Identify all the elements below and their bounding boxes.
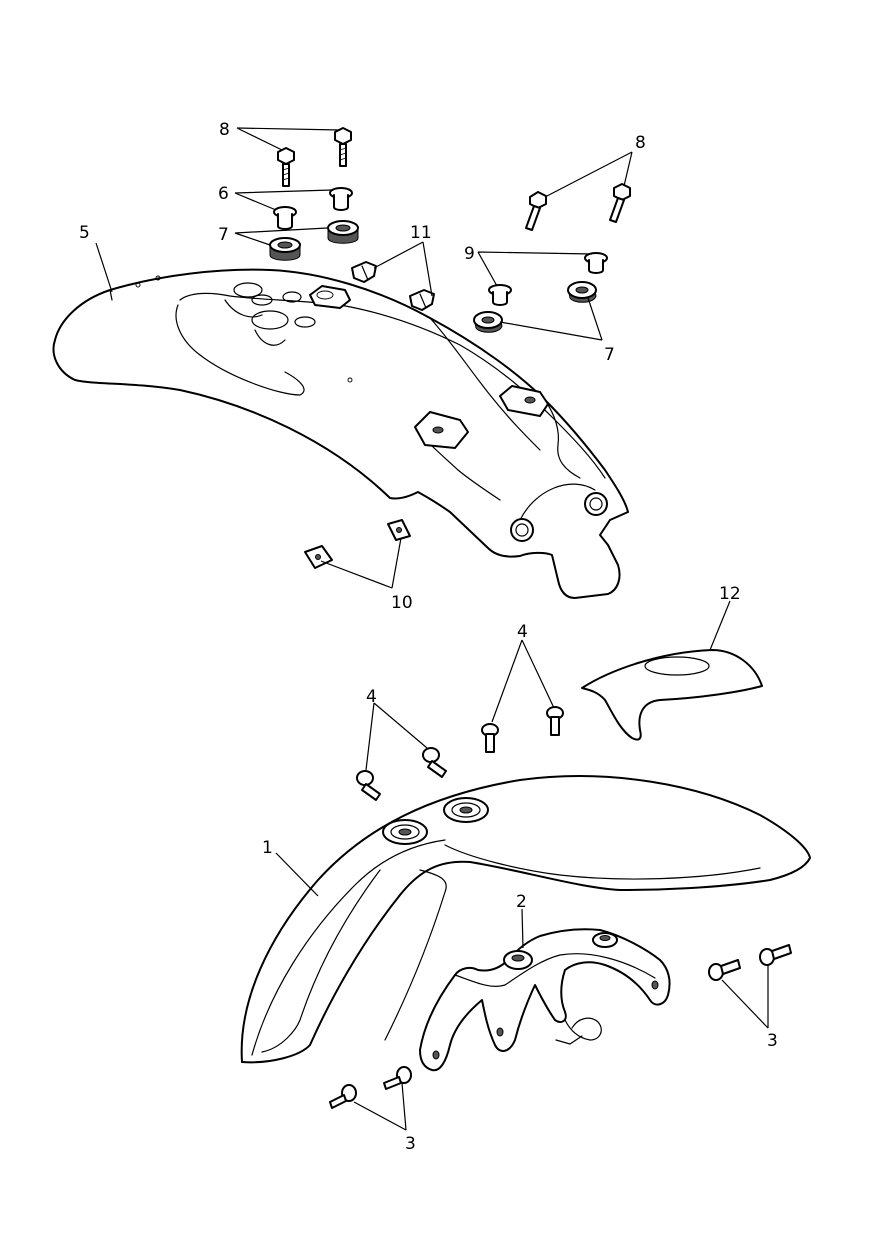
callout-6: 6 (218, 184, 229, 204)
callout-8-left: 8 (219, 120, 230, 140)
mudguard-bracket (419, 928, 671, 1072)
screw-4-a (356, 770, 381, 801)
speed-nut-10-a (304, 545, 333, 569)
bolt-8-right-a (525, 191, 547, 231)
grommet-7-a (269, 237, 301, 261)
grommet-7-d (567, 281, 597, 303)
callout-4-right: 4 (517, 622, 528, 642)
callout-4-left: 4 (366, 687, 377, 707)
callout-8-right: 8 (635, 133, 646, 153)
callout-11: 11 (410, 223, 432, 243)
screw-4-c (481, 723, 499, 753)
leader-lines (95, 127, 769, 1131)
screw-3-b (759, 944, 792, 966)
callout-7-left: 7 (218, 225, 229, 245)
bolt-8-left-a (277, 147, 295, 187)
callout-3-bottom: 3 (405, 1134, 416, 1154)
screw-3-d (383, 1066, 412, 1090)
rear-mudguard (52, 268, 629, 599)
trim-panel-12 (581, 649, 763, 741)
callout-1: 1 (262, 838, 273, 858)
clip-11-b (409, 289, 435, 311)
spacer-9-a (488, 284, 512, 306)
callout-12: 12 (719, 584, 741, 604)
spacer-6-b (329, 187, 353, 211)
clip-11-a (351, 261, 377, 283)
bolt-8-left-b (334, 127, 352, 167)
callout-3-right: 3 (767, 1031, 778, 1051)
screw-4-b (422, 747, 447, 778)
speed-nut-10-b (387, 519, 411, 541)
callout-7-right: 7 (604, 345, 615, 365)
grommet-7-b (327, 220, 359, 244)
screw-3-a (708, 959, 741, 981)
screw-4-d (546, 706, 564, 736)
bolt-8-right-b (609, 183, 631, 223)
spacer-9-b (584, 252, 608, 274)
screw-3-c (329, 1084, 357, 1109)
grommet-7-c (473, 311, 503, 333)
callout-labels: 1 2 3 3 4 4 5 6 7 7 8 8 9 10 11 12 (79, 120, 778, 1154)
callout-10: 10 (391, 593, 413, 613)
callout-9: 9 (464, 244, 475, 264)
callout-2: 2 (516, 892, 527, 912)
callout-5: 5 (79, 223, 90, 243)
spacer-6-a (273, 206, 297, 230)
front-mudguard (240, 775, 811, 1064)
